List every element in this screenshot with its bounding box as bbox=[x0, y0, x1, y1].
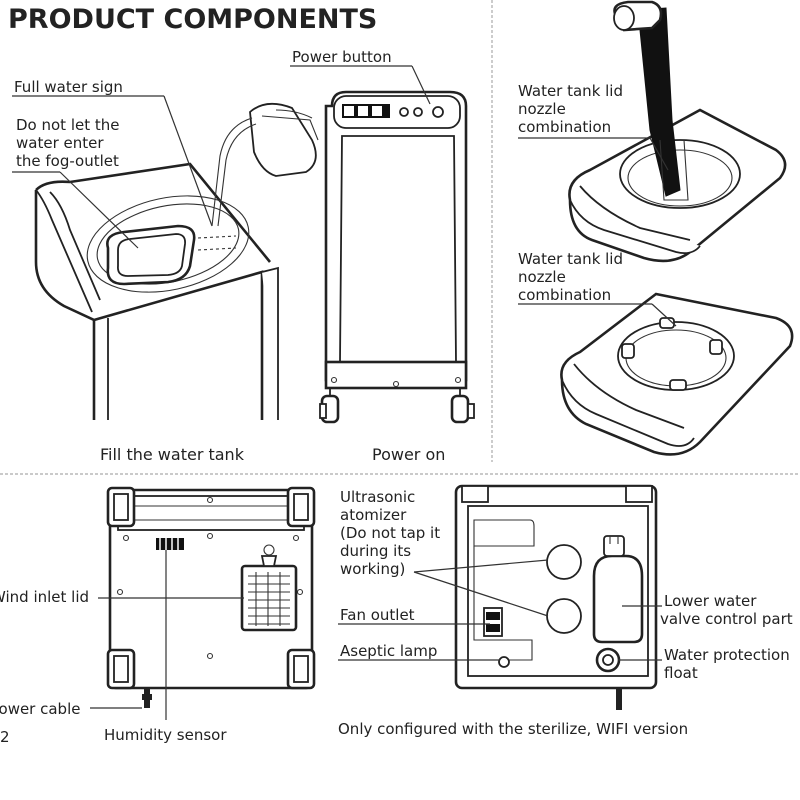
page-title: PRODUCT COMPONENTS bbox=[8, 4, 377, 35]
lid-nozzle-2-label-2: nozzle bbox=[518, 268, 566, 286]
page-number: 2 bbox=[0, 728, 10, 746]
power-on-illustration bbox=[319, 90, 475, 424]
fill-tank-illustration bbox=[34, 102, 319, 420]
fill-tank-caption: Fill the water tank bbox=[100, 445, 245, 464]
lid-nozzle-1-label-3: combination bbox=[518, 118, 611, 136]
fog-outlet-label-3: the fog-outlet bbox=[16, 152, 119, 170]
power-cable-label: Power cable bbox=[0, 700, 80, 718]
fog-outlet-label-2: water enter bbox=[16, 134, 104, 152]
wind-inlet-lid-label: Wind inlet lid bbox=[0, 588, 89, 606]
lid-nozzle-top-illustration bbox=[568, 0, 787, 263]
back-view-illustration bbox=[106, 486, 316, 708]
lower-water-label-1: Lower water bbox=[664, 592, 757, 610]
ultrasonic-label-3: (Do not tap it bbox=[340, 524, 440, 542]
humidity-sensor-label: Humidity sensor bbox=[104, 726, 227, 744]
lid-nozzle-2-label-3: combination bbox=[518, 286, 611, 304]
power-on-caption: Power on bbox=[372, 445, 445, 464]
full-water-sign-label: Full water sign bbox=[14, 78, 123, 96]
fan-outlet-label: Fan outlet bbox=[340, 606, 415, 624]
interior-view-illustration bbox=[454, 484, 658, 710]
lid-nozzle-1-label-2: nozzle bbox=[518, 100, 566, 118]
ultrasonic-label-1: Ultrasonic bbox=[340, 488, 415, 506]
power-button-label: Power button bbox=[292, 48, 392, 66]
ultrasonic-label-4: during its bbox=[340, 542, 411, 560]
water-protection-label-1: Water protection bbox=[664, 646, 790, 664]
ultrasonic-label-5: working) bbox=[340, 560, 405, 578]
lid-nozzle-1-label-1: Water tank lid bbox=[518, 82, 623, 100]
fog-outlet-label-1: Do not let the bbox=[16, 116, 120, 134]
water-protection-label-2: float bbox=[664, 664, 698, 682]
lid-nozzle-2-label-1: Water tank lid bbox=[518, 250, 623, 268]
ultrasonic-label-2: atomizer bbox=[340, 506, 407, 524]
lid-nozzle-bottom-illustration bbox=[560, 292, 794, 456]
footnote: Only configured with the sterilize, WIFI… bbox=[338, 720, 688, 738]
lower-water-label-2: valve control part bbox=[660, 610, 793, 628]
aseptic-lamp-label: Aseptic lamp bbox=[340, 642, 437, 660]
